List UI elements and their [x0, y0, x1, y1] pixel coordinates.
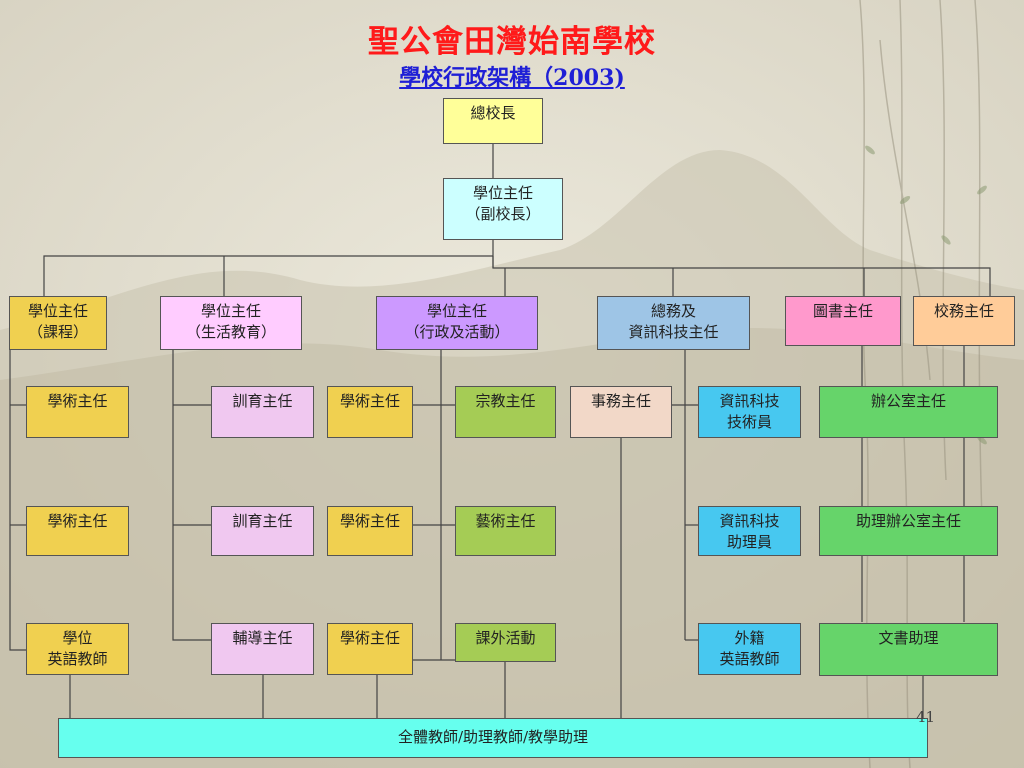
node-degree-english: 學位 英語教師 — [26, 623, 129, 675]
node-vice-principal: 學位主任 （副校長） — [443, 178, 563, 240]
node-principal: 總校長 — [443, 98, 543, 144]
node-arts: 藝術主任 — [455, 506, 556, 556]
node-it-technician: 資訊科技 技術員 — [698, 386, 801, 438]
node-religion: 宗教主任 — [455, 386, 556, 438]
node-academic-1: 學術主任 — [26, 386, 129, 438]
node-office-assistant-head: 助理辦公室主任 — [819, 506, 998, 556]
node-all-staff: 全體教師/助理教師/教學助理 — [58, 718, 928, 758]
node-discipline-2: 訓育主任 — [211, 506, 314, 556]
node-office-head: 辦公室主任 — [819, 386, 998, 438]
chart-title: 學校行政架構（2003) — [399, 65, 625, 91]
node-academic-4: 學術主任 — [327, 506, 413, 556]
node-head-curriculum: 學位主任 （課程） — [9, 296, 107, 350]
node-it-assistant: 資訊科技 助理員 — [698, 506, 801, 556]
node-clerk: 文書助理 — [819, 623, 998, 676]
node-head-admin-activities: 學位主任 （行政及活動） — [376, 296, 538, 350]
node-academic-3: 學術主任 — [327, 386, 413, 438]
node-academic-2: 學術主任 — [26, 506, 129, 556]
node-guidance: 輔導主任 — [211, 623, 314, 675]
node-discipline-1: 訓育主任 — [211, 386, 314, 438]
slide-number: 41 — [916, 708, 936, 726]
node-head-general-it: 總務及 資訊科技主任 — [597, 296, 750, 350]
node-general-affairs: 事務主任 — [570, 386, 672, 438]
node-school-affairs: 校務主任 — [913, 296, 1015, 346]
node-librarian: 圖書主任 — [785, 296, 901, 346]
node-extracurricular: 課外活動 — [455, 623, 556, 662]
node-academic-5: 學術主任 — [327, 623, 413, 675]
school-name: 聖公會田灣始南學校 — [368, 24, 656, 60]
node-native-english-teacher: 外籍 英語教師 — [698, 623, 801, 675]
node-head-life-education: 學位主任 （生活教育） — [160, 296, 302, 350]
